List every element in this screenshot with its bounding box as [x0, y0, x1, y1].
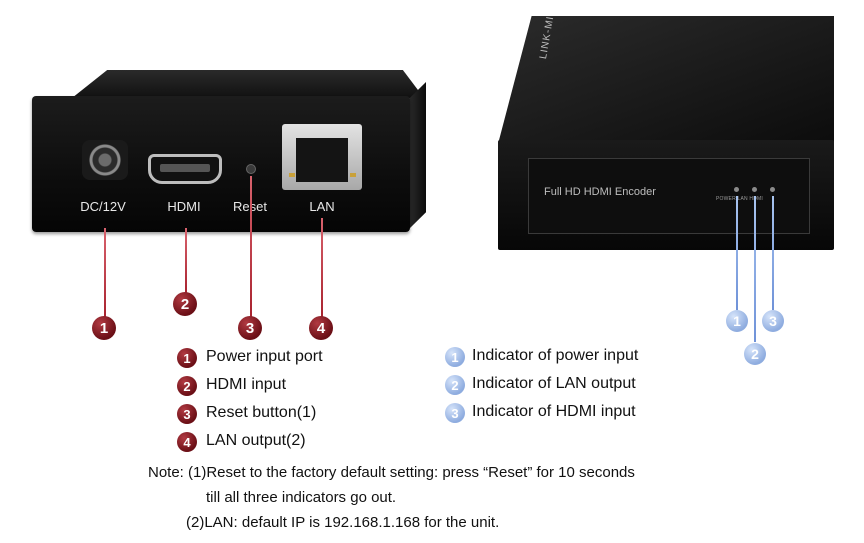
- indicator-print: POWER LAN HDMI: [716, 196, 763, 202]
- hdmi-port-pins: [160, 164, 210, 172]
- legend-left-text-4: LAN output(2): [206, 432, 306, 449]
- legend-right-text-3: Indicator of HDMI input: [472, 403, 636, 420]
- indicator-led-lan: [752, 187, 757, 192]
- legend-right-text-1: Indicator of power input: [472, 347, 639, 364]
- reset-hole: [246, 164, 256, 174]
- dc-power-jack: [82, 140, 128, 180]
- legend-left-text-2: HDMI input: [206, 376, 287, 393]
- callout-line-indicator-1: [736, 196, 738, 310]
- callout-line-1: [104, 228, 106, 318]
- callout-line-4: [321, 218, 323, 318]
- callout-badge-1: 1: [92, 316, 116, 340]
- legend-left-badge-4: 4: [177, 432, 197, 452]
- note-line-3: (2)LAN: default IP is 192.168.1.168 for …: [186, 514, 500, 531]
- front-panel-inset: [528, 158, 810, 234]
- callout-badge-2: 2: [173, 292, 197, 316]
- callout-badge-indicator-3: 3: [762, 310, 784, 332]
- callout-badge-indicator-2: 2: [744, 343, 766, 365]
- lan-led-left: [289, 173, 295, 177]
- legend-right-text-2: Indicator of LAN output: [472, 375, 636, 392]
- legend-left-badge-2: 2: [177, 376, 197, 396]
- front-panel-label: Full HD HDMI Encoder: [544, 186, 656, 198]
- indicator-led-hdmi: [770, 187, 775, 192]
- callout-badge-4: 4: [309, 316, 333, 340]
- device-left-side: [408, 82, 426, 230]
- legend-left-text-1: Power input port: [206, 348, 323, 365]
- lan-port-socket: [296, 138, 348, 182]
- port-label-dc: DC/12V: [80, 199, 126, 214]
- note-line-1: Note: (1)Reset to the factory default se…: [148, 464, 635, 481]
- callout-line-3: [250, 176, 252, 318]
- legend-right-badge-3: 3: [445, 403, 465, 423]
- device-right-top: [498, 16, 834, 144]
- legend-right-badge-1: 1: [445, 347, 465, 367]
- legend-left-badge-3: 3: [177, 404, 197, 424]
- callout-badge-indicator-1: 1: [726, 310, 748, 332]
- port-label-lan: LAN: [309, 199, 335, 214]
- legend-left-text-3: Reset button(1): [206, 404, 317, 421]
- lan-led-right: [350, 173, 356, 177]
- note-line-2: till all three indicators go out.: [206, 489, 397, 506]
- device-left-top: [72, 70, 424, 98]
- callout-line-indicator-3: [772, 196, 774, 310]
- callout-line-2: [185, 228, 187, 294]
- callout-badge-3: 3: [238, 316, 262, 340]
- callout-line-indicator-2: [754, 196, 756, 342]
- port-label-hdmi: HDMI: [167, 199, 201, 214]
- indicator-led-power: [734, 187, 739, 192]
- legend-right-badge-2: 2: [445, 375, 465, 395]
- legend-left-badge-1: 1: [177, 348, 197, 368]
